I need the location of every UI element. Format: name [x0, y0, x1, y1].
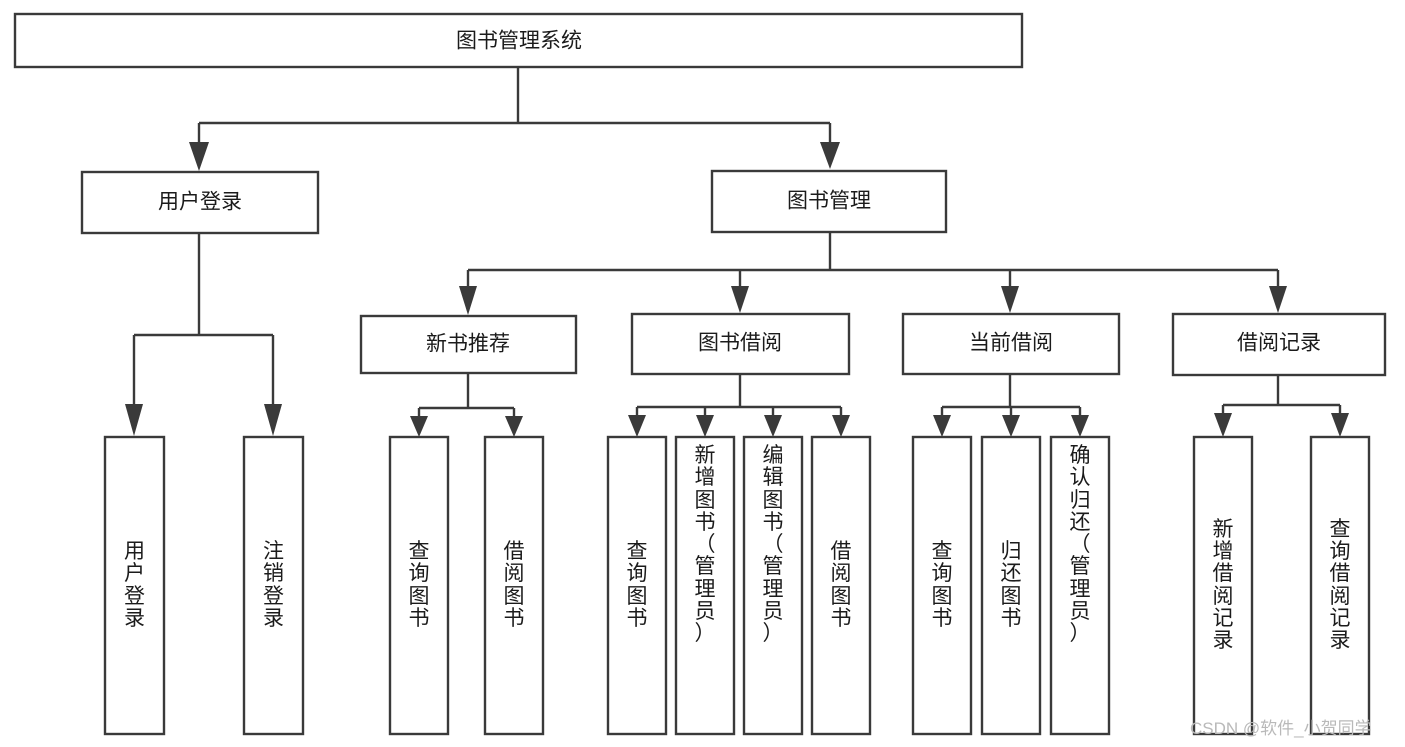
arrow-new-book-leaf-2 — [505, 416, 523, 437]
node-book-manage-box[interactable] — [710, 169, 948, 234]
leaf-boxes — [103, 435, 1371, 736]
leaf-box-book-borrow-2[interactable] — [674, 435, 736, 736]
arrow-root-to-user-login — [189, 142, 209, 171]
node-book-manage[interactable]: 图书管理 — [710, 169, 948, 234]
arrow-borrow-record-leaf-2 — [1331, 413, 1349, 437]
arrow-book-manage-to-current-borrow — [1001, 286, 1019, 313]
arrow-book-borrow-leaf-2 — [696, 415, 714, 437]
arrow-user-login-leaf-1 — [125, 404, 143, 436]
leaf-box-current-borrow-1[interactable] — [911, 435, 973, 736]
arrow-book-manage-to-new-book — [459, 286, 477, 315]
leaf-box-current-borrow-3[interactable] — [1049, 435, 1111, 736]
arrow-new-book-leaf-1 — [410, 416, 428, 437]
node-user-login-box[interactable] — [80, 170, 320, 235]
node-user-login[interactable]: 用户登录 — [80, 170, 320, 235]
arrow-book-manage-to-book-borrow — [731, 286, 749, 313]
node-book-borrow-box[interactable] — [630, 312, 851, 376]
arrow-book-borrow-leaf-3 — [764, 415, 782, 437]
arrow-root-to-book-manage — [820, 142, 840, 169]
node-user-login-label: 用户登录 — [158, 191, 242, 214]
leaf-box-new-book-1[interactable] — [388, 435, 450, 736]
arrow-user-login-leaf-2 — [264, 404, 282, 436]
leaf-box-new-book-2[interactable] — [483, 435, 545, 736]
node-root-label: 图书管理系统 — [456, 30, 582, 53]
node-borrow-record-label: 借阅记录 — [1237, 332, 1321, 355]
leaf-box-user-login-1[interactable] — [103, 435, 166, 736]
node-current-borrow-label: 当前借阅 — [969, 332, 1053, 355]
node-root-box[interactable] — [13, 12, 1024, 69]
node-book-borrow-label: 图书借阅 — [698, 332, 782, 355]
node-book-borrow[interactable]: 图书借阅 — [630, 312, 851, 376]
leaf-box-book-borrow-4[interactable] — [810, 435, 872, 736]
arrow-current-borrow-leaf-3 — [1071, 415, 1089, 437]
node-new-book-recommend-box[interactable] — [359, 314, 578, 375]
node-new-book-recommend-label: 新书推荐 — [426, 333, 510, 356]
node-current-borrow-box[interactable] — [901, 312, 1121, 376]
arrow-current-borrow-leaf-2 — [1002, 415, 1020, 437]
node-book-manage-label: 图书管理 — [787, 190, 871, 213]
node-borrow-record-box[interactable] — [1171, 312, 1387, 377]
arrow-book-borrow-leaf-1 — [628, 415, 646, 437]
connectors — [125, 67, 1349, 437]
node-borrow-record[interactable]: 借阅记录 — [1171, 312, 1387, 377]
leaf-box-borrow-record-2[interactable] — [1309, 435, 1371, 736]
leaf-box-current-borrow-2[interactable] — [980, 435, 1042, 736]
arrow-book-borrow-leaf-4 — [832, 415, 850, 437]
arrow-borrow-record-leaf-1 — [1214, 413, 1232, 437]
leaf-box-book-borrow-1[interactable] — [606, 435, 668, 736]
leaf-box-borrow-record-1[interactable] — [1192, 435, 1254, 736]
node-root[interactable]: 图书管理系统 — [13, 12, 1024, 69]
arrow-book-manage-to-borrow-record — [1269, 286, 1287, 313]
arrow-current-borrow-leaf-1 — [933, 415, 951, 437]
node-new-book-recommend[interactable]: 新书推荐 — [359, 314, 578, 375]
leaf-box-user-login-2[interactable] — [242, 435, 305, 736]
leaf-box-book-borrow-3[interactable] — [742, 435, 804, 736]
node-current-borrow[interactable]: 当前借阅 — [901, 312, 1121, 376]
